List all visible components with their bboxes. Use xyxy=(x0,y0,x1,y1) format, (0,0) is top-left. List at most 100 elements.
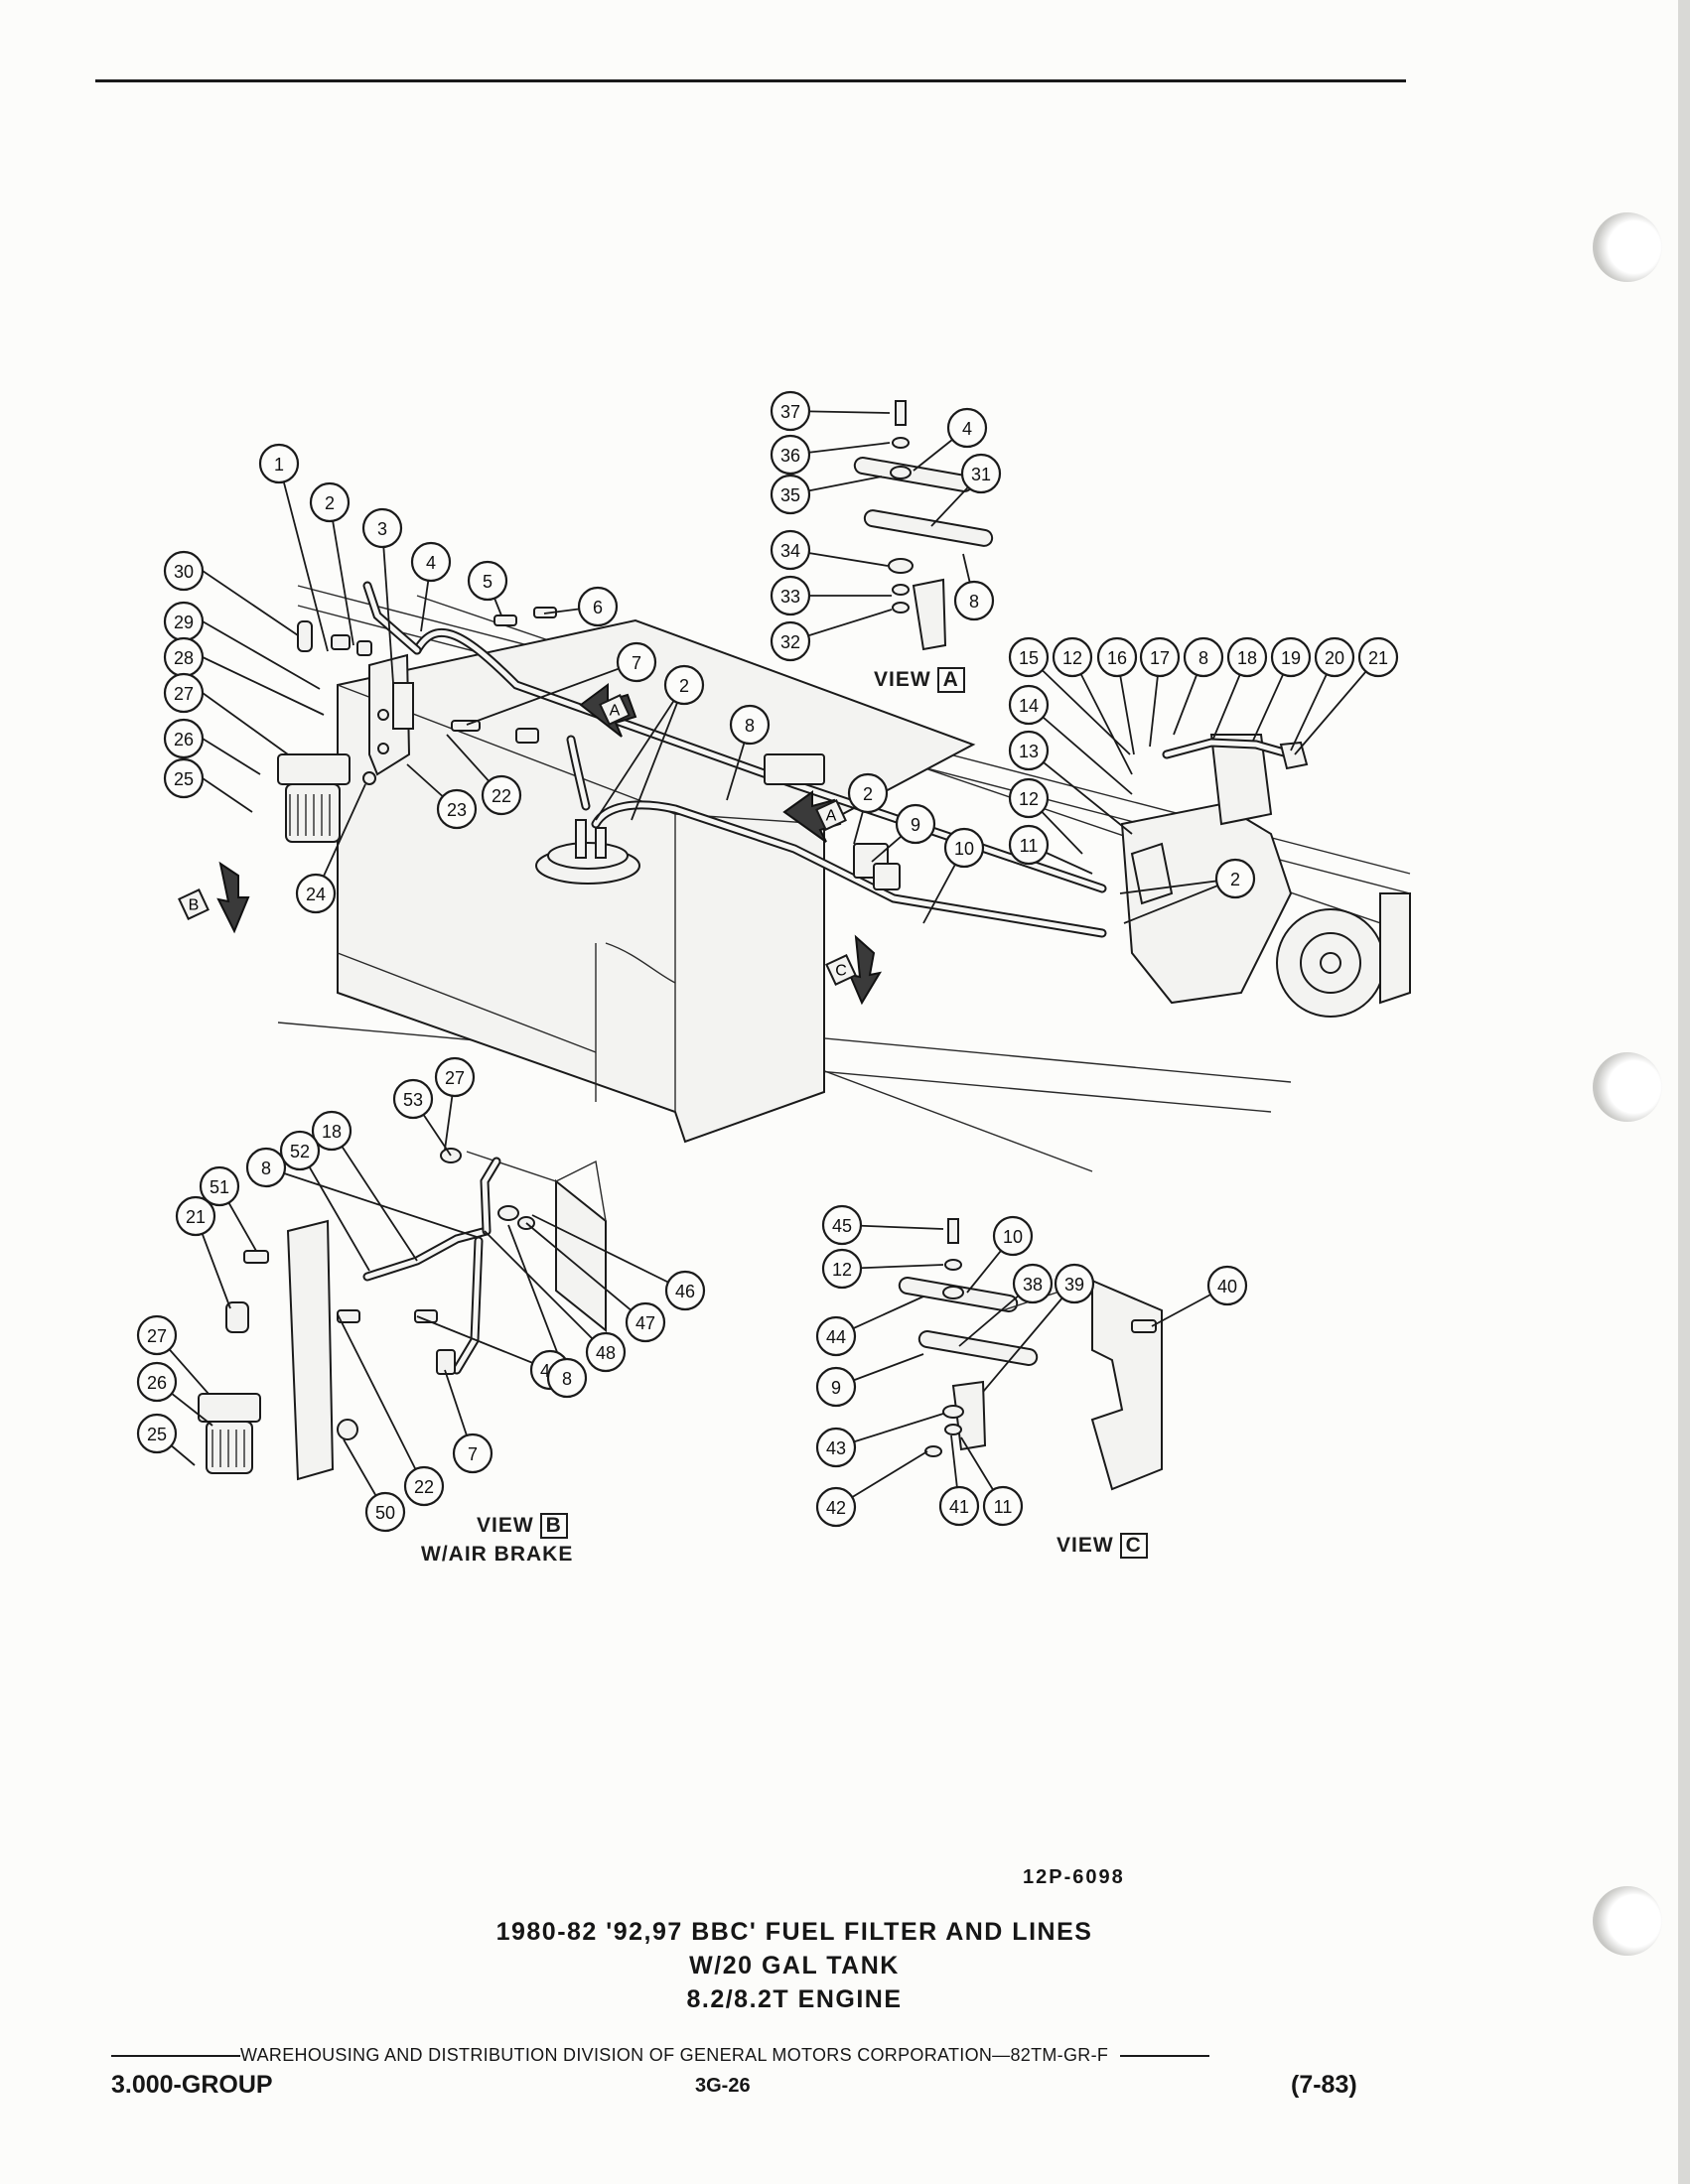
callout-view-b-51: 51 xyxy=(199,1165,240,1207)
callout-view-b-22: 22 xyxy=(403,1465,445,1507)
svg-text:14: 14 xyxy=(1019,696,1039,716)
callout-main-18: 18 xyxy=(1226,636,1268,678)
callout-view-b-46: 46 xyxy=(664,1270,706,1311)
svg-text:25: 25 xyxy=(147,1425,167,1444)
svg-text:38: 38 xyxy=(1023,1275,1043,1295)
callout-view-c-41: 41 xyxy=(938,1485,980,1527)
svg-text:16: 16 xyxy=(1107,648,1127,668)
callout-view-b-25: 25 xyxy=(136,1413,178,1454)
svg-text:9: 9 xyxy=(911,815,920,835)
callout-view-b-21: 21 xyxy=(175,1195,216,1237)
callout-main-19: 19 xyxy=(1270,636,1312,678)
callout-main-20: 20 xyxy=(1314,636,1355,678)
callout-view-c-11: 11 xyxy=(982,1485,1024,1527)
footer-division-text: WAREHOUSING AND DISTRIBUTION DIVISION OF… xyxy=(240,2045,1109,2065)
callout-view-c-38: 38 xyxy=(1012,1263,1054,1304)
svg-text:21: 21 xyxy=(1368,648,1388,668)
svg-text:36: 36 xyxy=(780,446,800,466)
callout-view-a-34: 34 xyxy=(770,529,811,571)
view-b-detail xyxy=(198,1148,607,1481)
svg-text:8: 8 xyxy=(745,716,755,736)
svg-text:51: 51 xyxy=(210,1177,229,1197)
arrow-letter-a2: A xyxy=(826,808,837,825)
svg-text:15: 15 xyxy=(1019,648,1039,668)
arrow-letter-a1: A xyxy=(610,703,621,720)
callout-main-23: 23 xyxy=(436,788,478,830)
callout-view-b-53: 53 xyxy=(392,1078,434,1120)
callout-main-15: 15 xyxy=(1008,636,1050,678)
callout-view-b-52: 52 xyxy=(279,1130,321,1171)
callout-main-2: 2 xyxy=(309,481,351,523)
callout-main-2: 2 xyxy=(847,772,889,814)
callout-main-29: 29 xyxy=(163,601,205,642)
callout-main-13: 13 xyxy=(1008,730,1050,771)
svg-text:23: 23 xyxy=(447,800,467,820)
caption-line-1: 1980-82 '92,97 BBC' FUEL FILTER AND LINE… xyxy=(495,1918,1093,1946)
svg-text:50: 50 xyxy=(375,1503,395,1523)
binder-hole-bottom xyxy=(1593,1886,1662,1956)
svg-text:22: 22 xyxy=(414,1477,434,1497)
svg-text:12: 12 xyxy=(832,1260,852,1280)
svg-text:46: 46 xyxy=(675,1282,695,1301)
callout-main-5: 5 xyxy=(467,560,508,602)
callout-main-27: 27 xyxy=(163,672,205,714)
callout-view-b-8: 8 xyxy=(546,1357,588,1399)
callout-main-28: 28 xyxy=(163,636,205,678)
svg-text:1: 1 xyxy=(274,455,284,475)
svg-text:32: 32 xyxy=(780,632,800,652)
callout-main-14: 14 xyxy=(1008,684,1050,726)
svg-text:4: 4 xyxy=(426,553,436,573)
callout-main-11: 11 xyxy=(1008,824,1050,866)
view-a-letter: A xyxy=(936,667,965,693)
callout-main-1: 1 xyxy=(258,443,300,484)
footer-group: 3.000-GROUP xyxy=(111,2071,273,2099)
svg-text:26: 26 xyxy=(174,730,194,750)
callout-main-7: 7 xyxy=(616,641,657,683)
callout-view-c-10: 10 xyxy=(992,1215,1034,1257)
callout-view-b-27: 27 xyxy=(136,1314,178,1356)
callout-view-b-7: 7 xyxy=(452,1433,493,1474)
callout-view-a-31: 31 xyxy=(960,453,1002,494)
callout-view-b-27: 27 xyxy=(434,1056,476,1098)
svg-text:31: 31 xyxy=(971,465,991,484)
svg-text:34: 34 xyxy=(780,541,800,561)
svg-text:44: 44 xyxy=(826,1327,846,1347)
caption-line-2: W/20 GAL TANK xyxy=(689,1952,900,1979)
svg-text:12: 12 xyxy=(1019,789,1039,809)
view-arrow-letters: A A B C xyxy=(178,694,857,986)
callout-main-16: 16 xyxy=(1096,636,1138,678)
callout-main-10: 10 xyxy=(943,827,985,869)
svg-text:11: 11 xyxy=(994,1497,1013,1517)
svg-text:12: 12 xyxy=(1062,648,1082,668)
callout-view-c-40: 40 xyxy=(1206,1265,1248,1306)
callout-main-12: 12 xyxy=(1052,636,1093,678)
svg-text:28: 28 xyxy=(174,648,194,668)
svg-text:3: 3 xyxy=(377,519,387,539)
svg-text:20: 20 xyxy=(1325,648,1344,668)
callout-view-a-36: 36 xyxy=(770,434,811,476)
svg-text:2: 2 xyxy=(1230,870,1240,889)
svg-text:18: 18 xyxy=(322,1122,342,1142)
callout-main-24: 24 xyxy=(295,873,337,914)
callout-view-b-48: 48 xyxy=(585,1331,627,1373)
footer-page-number: 3G-26 xyxy=(695,2075,751,2097)
callout-main-2: 2 xyxy=(1214,858,1256,899)
svg-text:18: 18 xyxy=(1237,648,1257,668)
filter-bracket-main xyxy=(368,653,414,776)
callout-main-9: 9 xyxy=(895,803,936,845)
callout-main-30: 30 xyxy=(163,550,205,592)
callout-view-c-45: 45 xyxy=(821,1204,863,1246)
svg-text:37: 37 xyxy=(780,402,800,422)
callout-main-12: 12 xyxy=(1008,777,1050,819)
view-b-sublabel: W/AIR BRAKE xyxy=(421,1543,574,1566)
svg-text:45: 45 xyxy=(832,1216,852,1236)
callout-view-b-26: 26 xyxy=(136,1361,178,1403)
footer-division-line: WAREHOUSING AND DISTRIBUTION DIVISION OF… xyxy=(111,2045,1402,2066)
svg-text:6: 6 xyxy=(593,598,603,617)
figure-number: 12P-6098 xyxy=(1023,1866,1125,1888)
svg-text:7: 7 xyxy=(632,653,641,673)
